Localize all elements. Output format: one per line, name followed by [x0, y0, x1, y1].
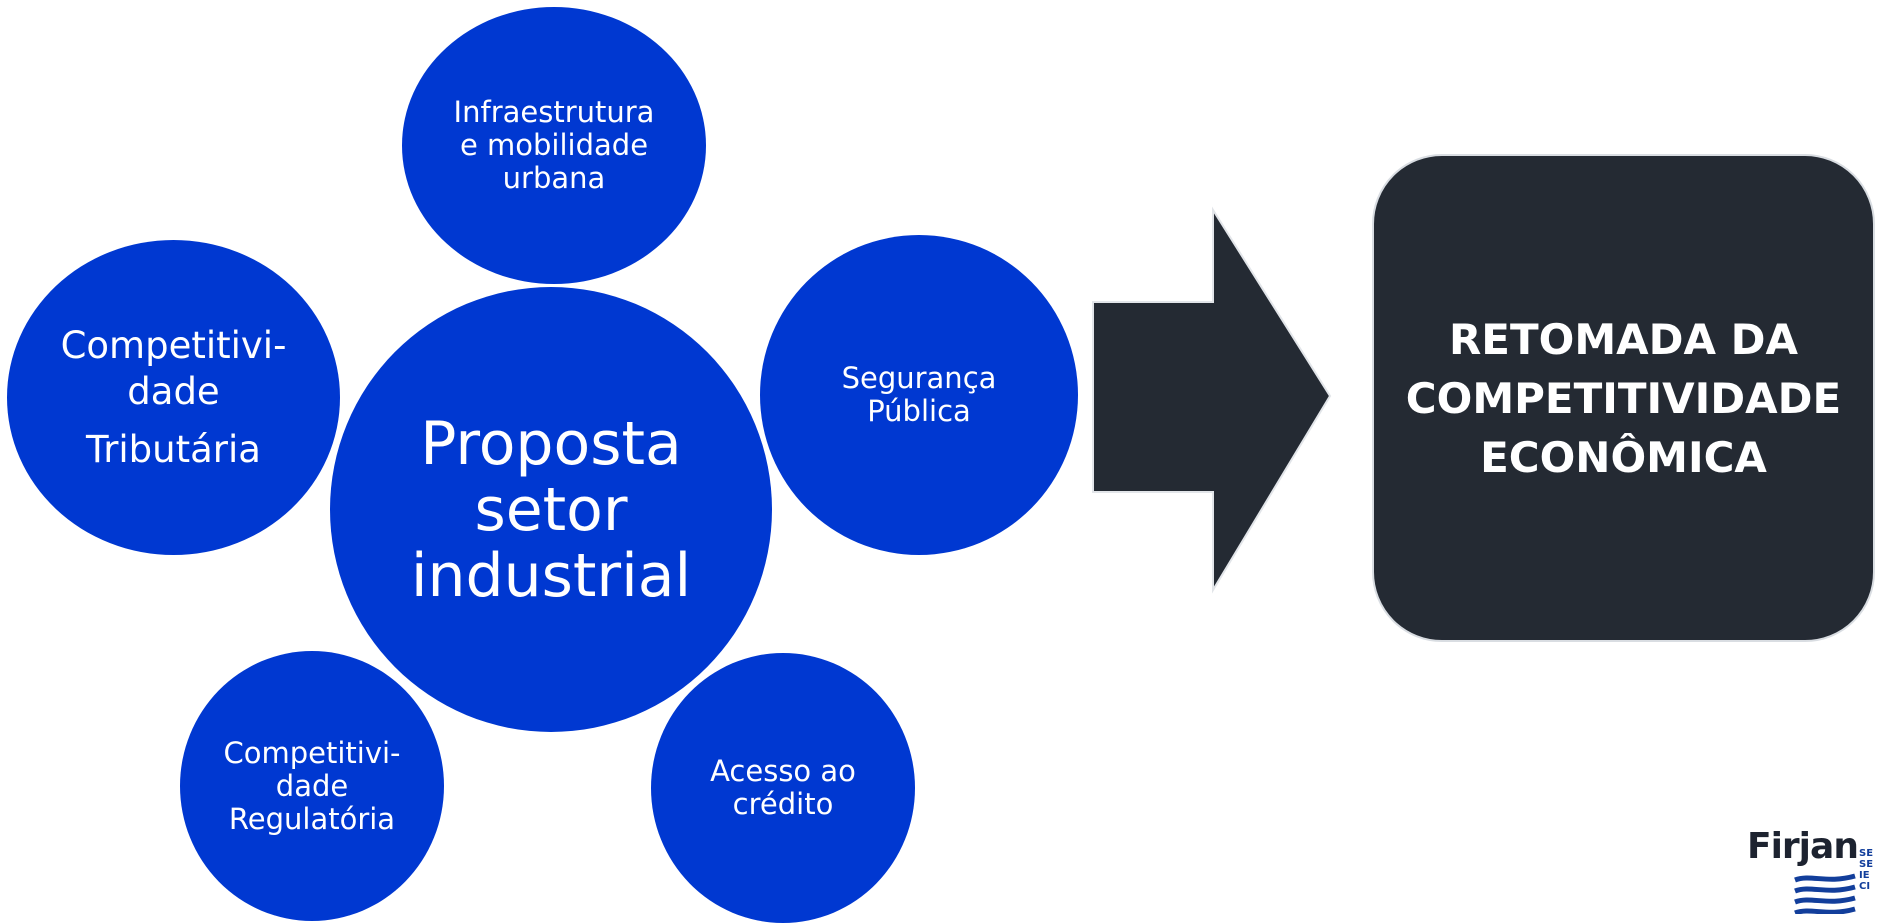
wave-lines-icon	[1794, 873, 1856, 914]
firjan-logo: Firjan SE SE IE CI	[1745, 826, 1878, 914]
result-line-2: COMPETITIVIDADE	[1405, 373, 1842, 423]
left-line-2: dade	[127, 369, 220, 413]
right-arrow-icon	[1092, 206, 1332, 594]
right-line-2: Pública	[867, 394, 971, 428]
right-line-1: Segurança	[841, 361, 997, 395]
left-line-3: Tributária	[86, 427, 261, 471]
logo-mini-text: SE SE IE CI	[1859, 848, 1873, 892]
result-box-retomada: RETOMADA DA COMPETITIVIDADE ECONÔMICA	[1372, 154, 1875, 642]
logo-mini-2: SE	[1859, 859, 1874, 870]
logo-mini-4: CI	[1859, 881, 1871, 892]
center-line-2: setor	[474, 474, 628, 545]
result-line-3: ECONÔMICA	[1480, 432, 1767, 482]
circle-infraestrutura: Infraestrutura e mobilidade urbana	[402, 7, 706, 284]
center-circle-proposta: Proposta setor industrial	[330, 287, 772, 732]
circle-competitividade-regulatoria: Competitivi- dade Regulatória	[180, 651, 444, 921]
arrow-shape	[1092, 206, 1332, 594]
circle-acesso-credito: Acesso ao crédito	[651, 653, 915, 923]
top-line-3: urbana	[502, 161, 606, 195]
center-line-3: industrial	[410, 540, 692, 611]
botright-line-1: Acesso ao	[710, 754, 856, 788]
left-line-1: Competitivi-	[60, 323, 287, 367]
center-line-1: Proposta	[420, 408, 682, 479]
top-line-2: e mobilidade	[459, 128, 649, 162]
logo-wordmark: Firjan	[1747, 826, 1859, 867]
circle-seguranca-publica: Segurança Pública	[760, 235, 1078, 555]
logo-mini-3: IE	[1859, 870, 1870, 881]
botleft-line-2: dade	[275, 768, 349, 803]
logo-mini-1: SE	[1859, 848, 1874, 859]
circle-competitividade-tributaria: Competitivi- dade Tributária	[7, 240, 340, 555]
top-line-1: Infraestrutura	[453, 95, 655, 129]
result-line-1: RETOMADA DA	[1448, 314, 1799, 364]
botleft-line-3: Regulatória	[228, 801, 396, 836]
botleft-line-1: Competitivi-	[223, 735, 401, 770]
botright-line-2: crédito	[732, 787, 834, 821]
